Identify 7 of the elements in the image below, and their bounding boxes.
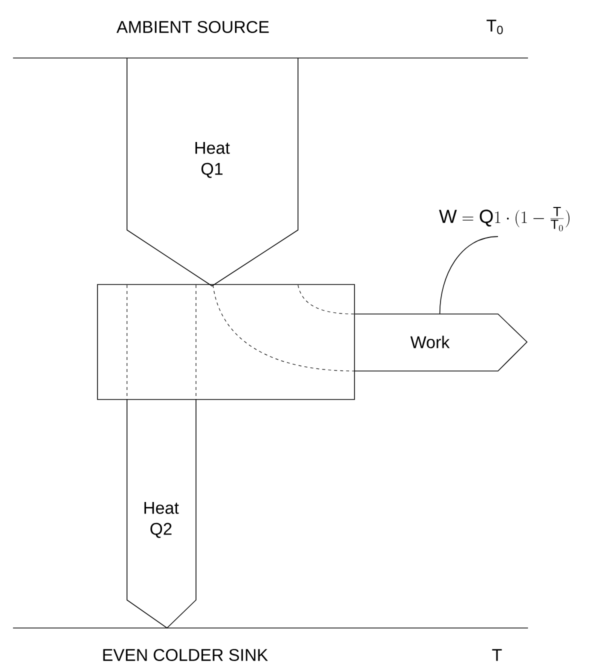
temperature-label: T$_{0}$ (486, 20, 503, 34)
leader-line (439, 236, 498, 314)
engine-box (97, 284, 355, 400)
formula: $\mathrm{W} = \mathrm{Q}1\cdot(1-\frac{\mathrm{T}}{\mathrm{T}_0})$ (439, 206, 570, 232)
temperature-label: T (492, 649, 502, 661)
reservoir-label: AMBIENT SOURCE (116, 20, 269, 34)
reservoir-label: EVEN COLDER SINK (103, 648, 268, 662)
